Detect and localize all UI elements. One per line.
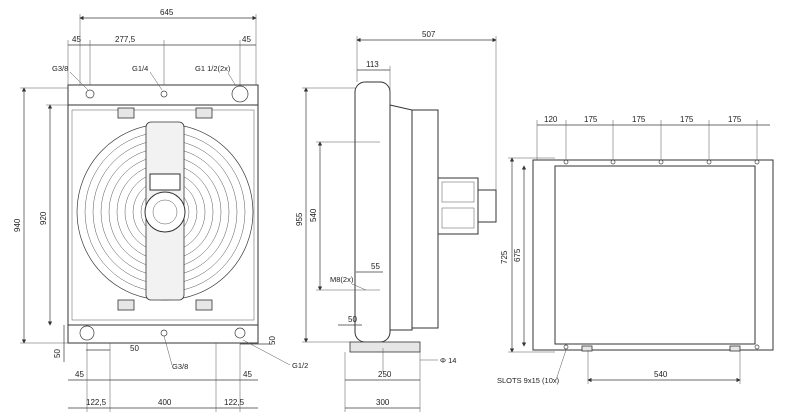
- label-port-g12: G1/2: [292, 361, 308, 370]
- dim-side-bottom: 50: [348, 315, 357, 324]
- port-g14-circle: [160, 90, 168, 98]
- side-shroud: [389, 104, 413, 331]
- label-slots: SLOTS 9x15 (10x): [497, 376, 560, 385]
- dim-side-depth-top: 113: [366, 60, 379, 69]
- bottom-tank: [67, 324, 259, 344]
- dim-front-width: 645: [160, 8, 174, 17]
- dim-bolt: 55: [371, 262, 380, 271]
- label-port-g38-bottom: G3/8: [172, 362, 188, 371]
- top-inner: [554, 165, 756, 345]
- dim-side-inner: 540: [309, 208, 318, 222]
- label-port-g14: G1/4: [132, 64, 148, 73]
- dim-top-height: 725: [500, 250, 509, 264]
- side-motor: [437, 177, 479, 235]
- dim-top-spacing-2: 175: [632, 115, 646, 124]
- side-view: 507 113 955 540 M8(2x) 55 50 Φ 14 250 30…: [295, 30, 497, 412]
- dim-bottom-50-right: 50: [268, 336, 277, 345]
- dim-top-spacing-4: 175: [728, 115, 742, 124]
- dim-port-spacing: 277,5: [115, 35, 136, 44]
- port-g38-top-circle: [85, 89, 95, 99]
- dim-foot-b: 400: [158, 398, 172, 407]
- label-port-g1-12: G1 1/2(2x): [195, 64, 231, 73]
- side-fan-ring: [411, 109, 439, 329]
- dim-foot-c: 122,5: [224, 398, 245, 407]
- dim-top-spacing-0: 120: [544, 115, 558, 124]
- side-base: [349, 341, 421, 353]
- dim-base-a: 250: [378, 370, 392, 379]
- dim-bottom-45-left: 45: [75, 370, 84, 379]
- label-bolts: M8(2x): [330, 275, 354, 284]
- fan-guard: [76, 121, 254, 301]
- dim-bottom-offset: 50: [53, 349, 62, 358]
- dim-top-spacing-1: 175: [584, 115, 598, 124]
- port-g1-12-circle: [231, 85, 249, 103]
- front-view: 645 45 277,5 45 G3/8 G1/4 G1 1/2(2x) 940…: [13, 8, 308, 412]
- dim-base-b: 300: [376, 398, 390, 407]
- label-port-g38-top: G3/8: [52, 64, 68, 73]
- dim-bottom-45-right: 45: [243, 370, 252, 379]
- dim-bottom-50-left: 50: [130, 344, 139, 353]
- dim-side-height: 955: [295, 212, 304, 226]
- dim-core-height: 920: [39, 211, 48, 225]
- dim-left-offset: 45: [72, 35, 81, 44]
- dim-top-spacing-3: 175: [680, 115, 694, 124]
- dim-right-offset: 45: [242, 35, 251, 44]
- dim-slot-spacing: 540: [654, 370, 668, 379]
- dim-foot-a: 122,5: [86, 398, 107, 407]
- dim-front-height: 940: [13, 218, 22, 232]
- top-view: 120 175 175 175 175 725 675 SLOTS 9x15 (…: [497, 115, 774, 385]
- dim-side-depth: 507: [422, 30, 436, 39]
- fan-motor-box: [149, 173, 181, 191]
- label-hole-dia: Φ 14: [440, 356, 456, 365]
- side-core: [354, 81, 391, 343]
- dim-top-inner: 675: [513, 248, 522, 262]
- top-tank: [67, 84, 259, 106]
